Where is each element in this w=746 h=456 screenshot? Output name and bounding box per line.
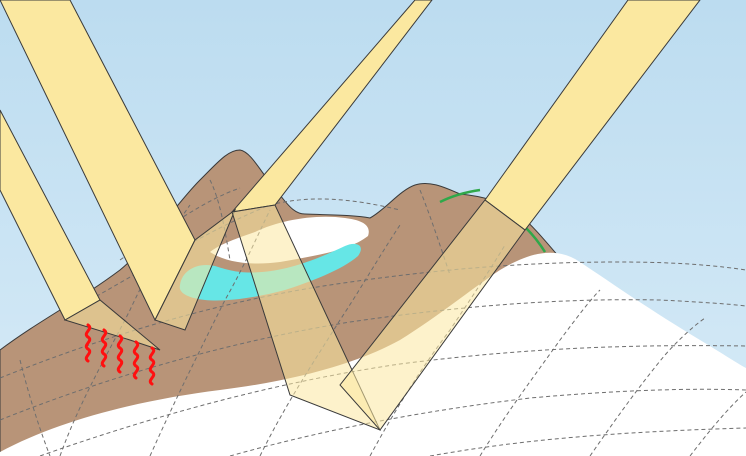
sunlight-beam-4 (339, 199, 526, 431)
vegetation-patch (525, 227, 547, 253)
vegetation-patch (439, 188, 481, 204)
sunlight-beam-2 (154, 208, 237, 331)
heat-emission-waves (84, 323, 156, 386)
sunlight-beams (0, 0, 701, 431)
sunlight-beam-1 (63, 299, 161, 351)
